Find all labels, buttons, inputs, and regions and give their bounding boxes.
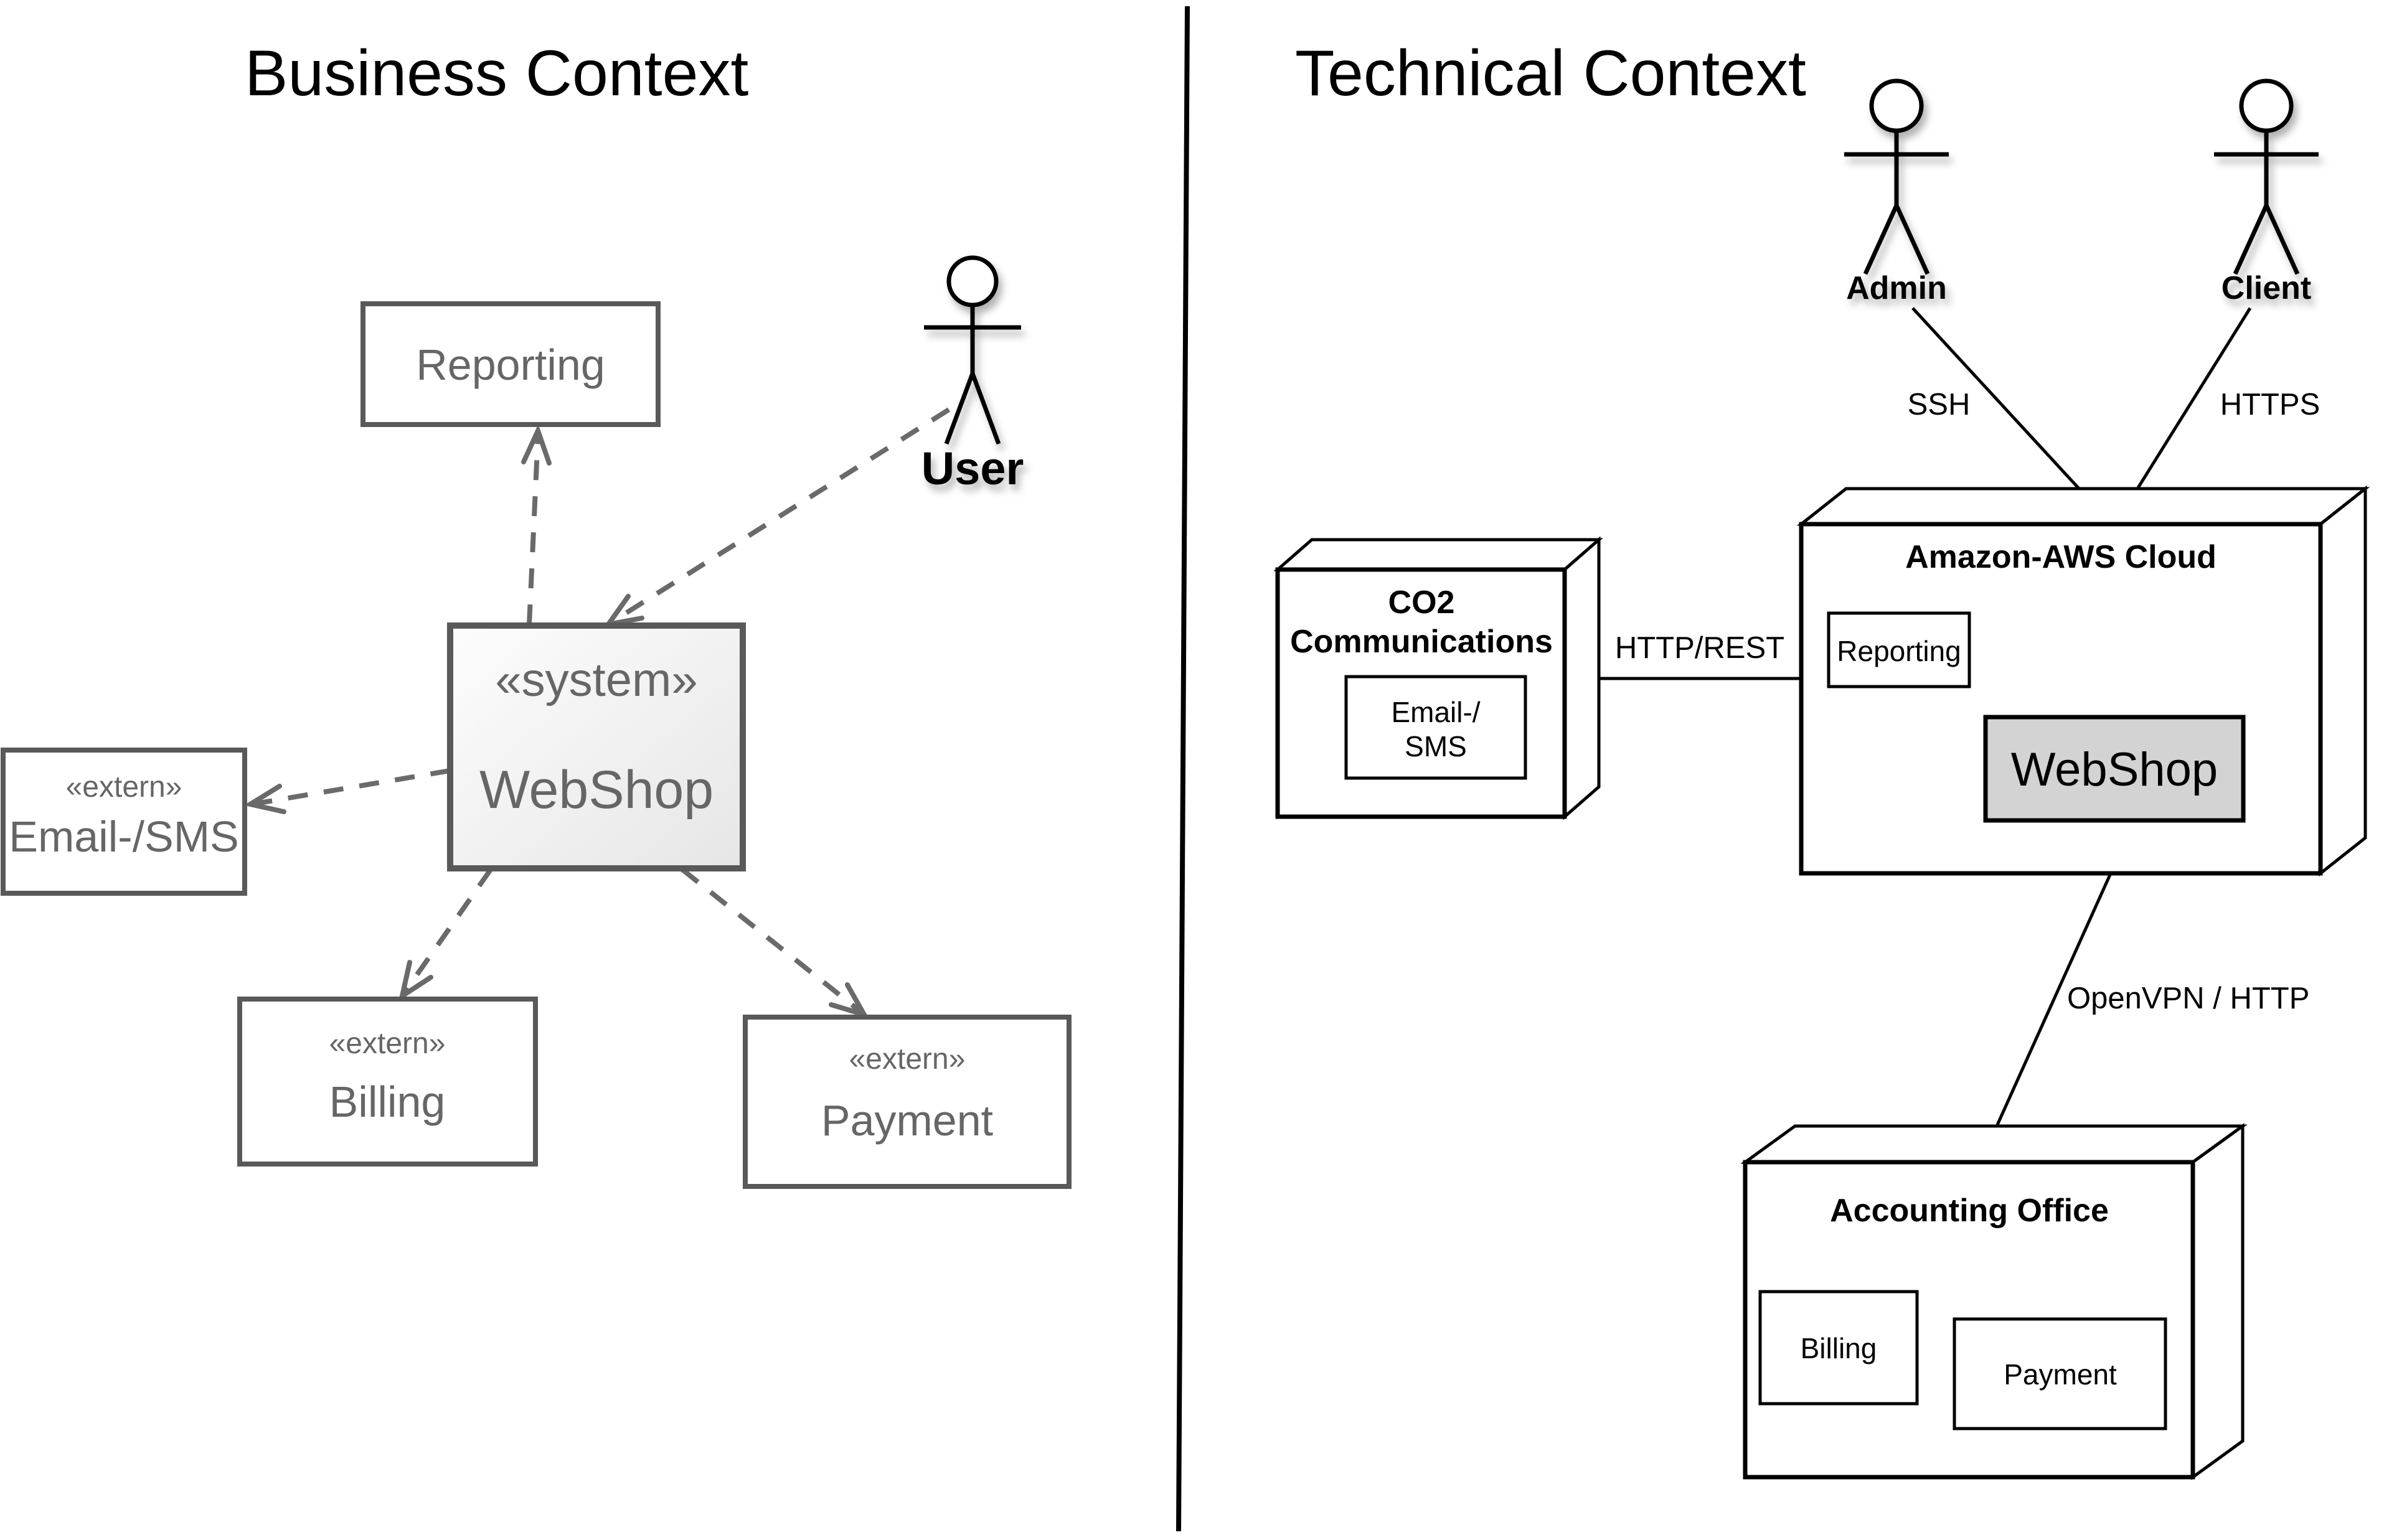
business-payment-box: «extern» Payment <box>743 1015 1072 1189</box>
user-actor-right-leg-icon <box>970 372 1001 445</box>
business-email-sms-box: «extern» Email-/SMS <box>1 748 247 896</box>
co2-email-sms-label-line1: Email-/ <box>1391 696 1480 728</box>
business-webshop-label: WebShop <box>479 760 714 820</box>
openvpn-http-label: OpenVPN / HTTP <box>2067 982 2309 1015</box>
business-billing-label: Billing <box>329 1078 446 1126</box>
https-label: HTTPS <box>2220 388 2320 421</box>
aws-node-top-face <box>1796 487 2370 526</box>
client-actor-label: Client <box>2221 270 2311 306</box>
accounting-node-top-face <box>1740 1124 2248 1164</box>
client-actor: Client <box>2214 78 2319 306</box>
accounting-payment-box <box>1953 1317 2167 1430</box>
technical-context-title: Technical Context <box>1295 37 1806 110</box>
business-payment-stereotype: «extern» <box>849 1043 966 1076</box>
client-to-aws-line <box>2115 307 2252 523</box>
aws-webshop-box <box>1983 715 2246 823</box>
client-actor-left-leg-icon <box>2233 204 2269 275</box>
user-actor-label: User <box>921 443 1024 494</box>
co2-node-top-face <box>1273 538 1603 571</box>
business-relations <box>243 407 951 1019</box>
accounting-node-side-face <box>2191 1123 2245 1480</box>
aws-webshop-label: WebShop <box>2011 743 2218 796</box>
accounting-billing-label: Billing <box>1801 1332 1877 1364</box>
business-context-panel: Business Context Reporting Us <box>1 37 1072 1189</box>
webshop-to-email-arrowhead-icon <box>243 784 286 814</box>
user-to-webshop-arrowhead-icon <box>603 594 644 628</box>
panel-divider <box>1176 6 1190 1532</box>
co2-node-title-line1: CO2 <box>1388 585 1455 621</box>
aws-cloud-node: Amazon-AWS Cloud Reporting WebShop <box>1796 485 2370 877</box>
admin-actor-label: Admin <box>1846 270 1947 306</box>
co2-email-sms-label-line2: SMS <box>1405 730 1467 763</box>
admin-to-aws-line <box>1911 307 2111 523</box>
webshop-to-email-line <box>255 768 451 806</box>
accounting-node-title: Accounting Office <box>1830 1193 2109 1229</box>
admin-actor-head-icon <box>1869 78 1924 133</box>
co2-node-side-face <box>1563 536 1601 820</box>
ssh-label: SSH <box>1908 388 1971 421</box>
business-payment-label: Payment <box>821 1096 993 1145</box>
accounting-billing-box <box>1758 1290 1919 1406</box>
admin-actor: Admin <box>1844 78 1949 306</box>
webshop-to-reporting-arrowhead-icon <box>521 424 552 466</box>
user-actor: User <box>921 255 1024 494</box>
business-webshop-box: «system» WebShop <box>447 622 746 871</box>
client-actor-right-leg-icon <box>2264 204 2300 275</box>
webshop-to-billing-line <box>402 868 493 994</box>
admin-actor-right-leg-icon <box>1894 204 1930 275</box>
user-actor-left-leg-icon <box>944 372 975 445</box>
technical-context-panel: Technical Context Admin Client SSH HTTPS… <box>1273 37 2370 1480</box>
admin-actor-left-leg-icon <box>1863 204 1899 275</box>
co2-communications-node: CO2 Communications Email-/ SMS <box>1273 536 1603 820</box>
business-context-title: Business Context <box>245 37 748 110</box>
business-email-sms-stereotype: «extern» <box>66 771 182 804</box>
webshop-to-reporting-line <box>527 435 540 625</box>
business-email-sms-label: Email-/SMS <box>9 812 238 861</box>
aws-reporting-box <box>1827 611 1971 688</box>
webshop-to-billing-arrowhead-icon <box>398 960 433 1002</box>
business-billing-stereotype: «extern» <box>329 1027 446 1060</box>
co2-node-title-line2: Communications <box>1290 624 1553 660</box>
business-reporting-box: Reporting <box>360 301 661 427</box>
http-rest-label: HTTP/REST <box>1615 631 1784 665</box>
user-to-webshop-line <box>610 407 951 624</box>
user-actor-head-icon <box>946 255 999 308</box>
co2-email-sms-box <box>1344 675 1527 780</box>
aws-node-title: Amazon-AWS Cloud <box>1905 539 2217 575</box>
accounting-payment-label: Payment <box>2004 1358 2117 1391</box>
client-actor-head-icon <box>2239 78 2294 133</box>
aws-to-accounting-line <box>1995 872 2113 1126</box>
business-reporting-label: Reporting <box>416 340 605 389</box>
business-webshop-stereotype: «system» <box>495 654 697 707</box>
aws-reporting-label: Reporting <box>1837 635 1961 667</box>
aws-node-side-face <box>2319 485 2367 877</box>
webshop-to-payment-line <box>681 867 862 1014</box>
accounting-office-node: Accounting Office Billing Payment <box>1740 1123 2248 1480</box>
business-billing-box: «extern» Billing <box>237 997 538 1167</box>
